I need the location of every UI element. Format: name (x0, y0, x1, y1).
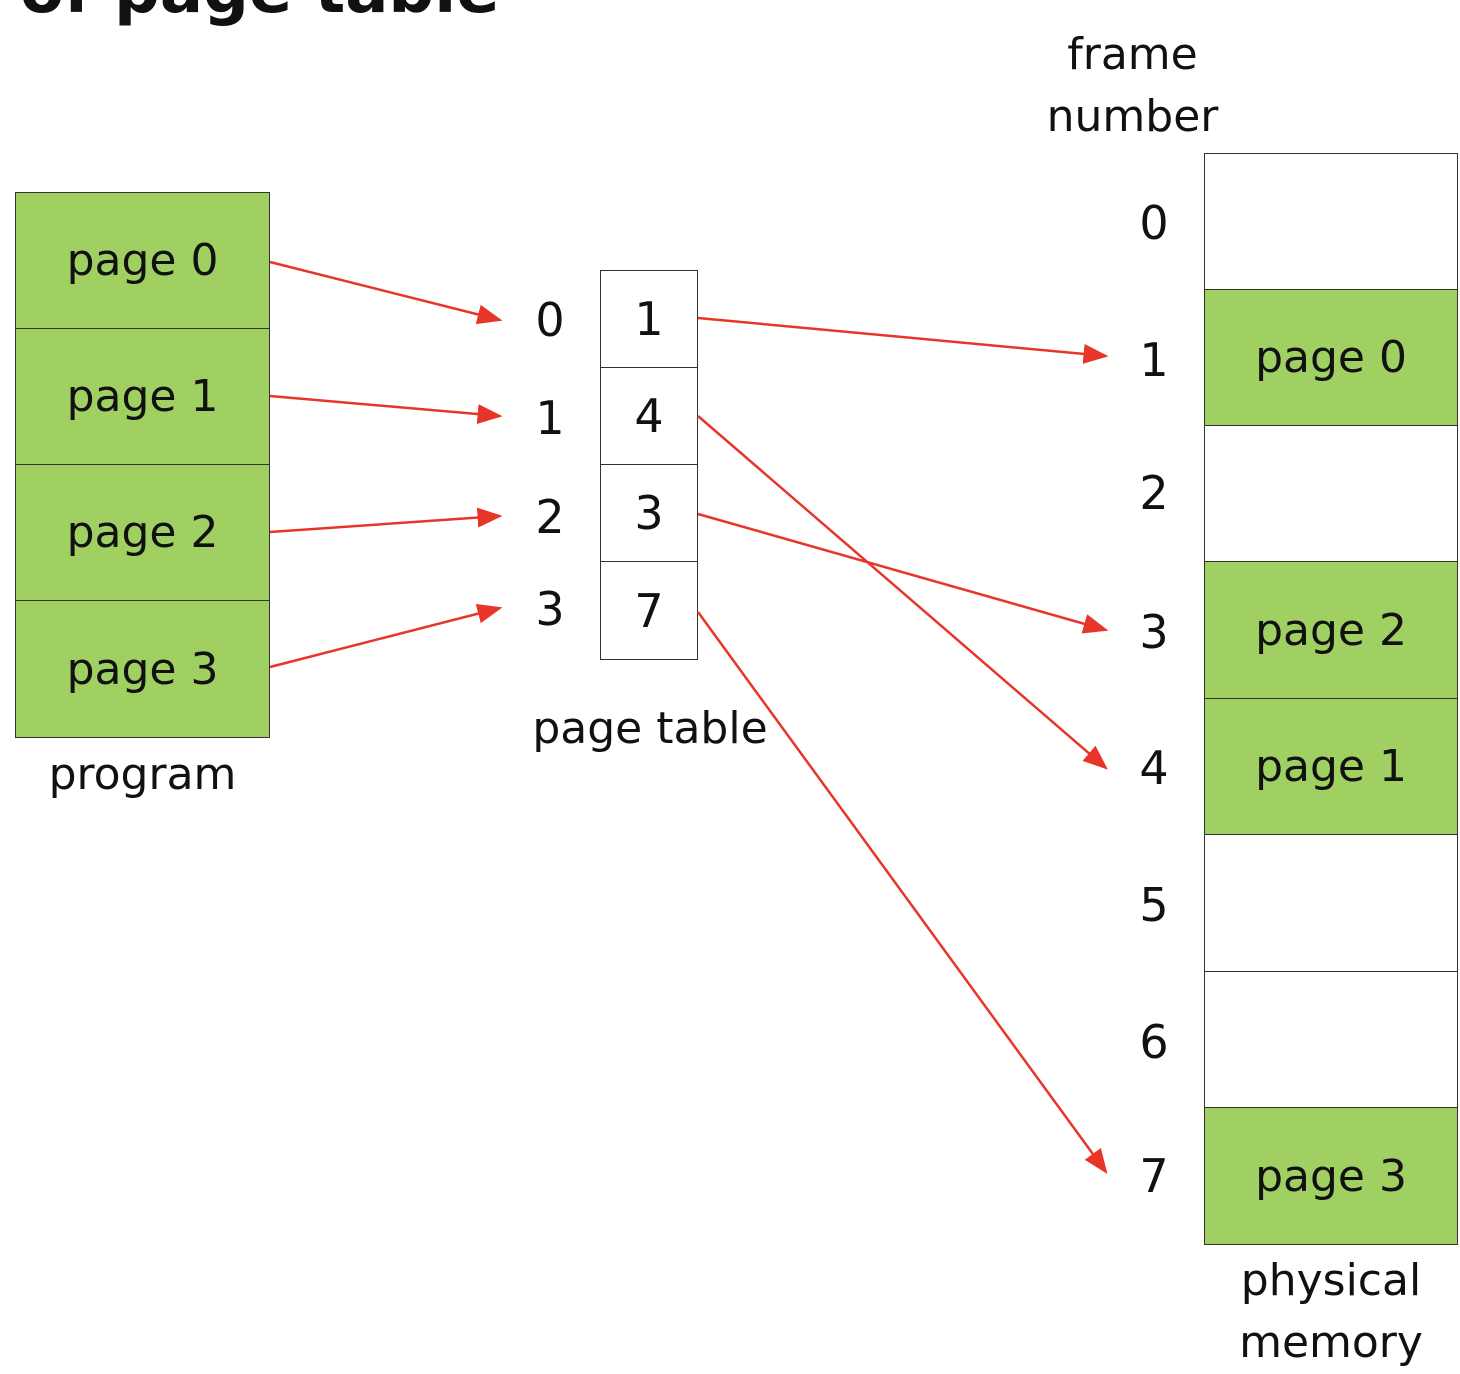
frame-number: 4 (1139, 741, 1169, 795)
program-page-1: page 1 (15, 328, 270, 465)
arrow-program-page2-to-index2 (269, 507, 503, 534)
frame-header-line2: number (1046, 91, 1219, 142)
program-page-label: page 2 (66, 507, 219, 558)
memory-frame-4: page 1 (1204, 698, 1458, 835)
page-table-entry: 4 (600, 367, 698, 465)
page-table-index: 3 (535, 582, 565, 636)
program-label: program (48, 749, 237, 800)
page-table-entry: 3 (600, 464, 698, 562)
program-page-2: page 2 (15, 464, 270, 601)
program-page-label: page 0 (66, 235, 219, 286)
arrow-program-page0-to-index0 (269, 260, 503, 325)
memory-frame-7: page 3 (1204, 1107, 1458, 1245)
page-table-index: 1 (535, 391, 565, 445)
program-page-label: page 1 (66, 371, 219, 422)
frame-number: 7 (1139, 1149, 1169, 1203)
arrow-entry4-to-frame4 (697, 415, 1108, 770)
diagram-title: of page table (20, 0, 500, 28)
frame-number: 0 (1139, 196, 1169, 250)
frame-number: 2 (1139, 466, 1169, 520)
frame-number: 6 (1139, 1015, 1169, 1069)
entry-value: 3 (634, 486, 664, 540)
memory-frame-1: page 0 (1204, 289, 1458, 426)
frame-number: 3 (1139, 605, 1169, 659)
arrow-entry7-to-frame7 (696, 611, 1108, 1175)
physical-memory-label-line2: memory (1239, 1317, 1423, 1368)
memory-frame-2 (1204, 425, 1458, 562)
page-table-index: 2 (535, 490, 565, 544)
arrow-program-page1-to-index1 (269, 394, 503, 425)
entry-value: 7 (634, 583, 664, 638)
entry-value: 4 (634, 389, 664, 443)
memory-frame-0 (1204, 153, 1458, 290)
memory-frame-3: page 2 (1204, 561, 1458, 699)
frame-number-header: frame number (1030, 24, 1235, 148)
memory-frame-5 (1204, 834, 1458, 972)
physical-memory-label: physical memory (1204, 1250, 1458, 1374)
frame-content: page 0 (1255, 332, 1407, 383)
frame-content: page 3 (1255, 1150, 1407, 1202)
page-table-entry: 7 (600, 561, 698, 660)
page-table-label: page table (532, 703, 768, 754)
physical-memory-label-line1: physical (1240, 1255, 1422, 1306)
page-table-entry: 1 (600, 270, 698, 368)
frame-number: 5 (1139, 878, 1169, 932)
arrow-entry1-to-frame1 (697, 316, 1109, 364)
page-table-index: 0 (535, 293, 565, 347)
program-page-label: page 3 (66, 643, 219, 695)
frame-content: page 1 (1255, 741, 1407, 792)
arrow-program-page3-to-index3 (269, 603, 503, 669)
frame-content: page 2 (1255, 604, 1407, 656)
program-page-0: page 0 (15, 192, 270, 329)
program-page-3: page 3 (15, 600, 270, 738)
memory-frame-6 (1204, 971, 1458, 1108)
frame-header-line1: frame (1067, 29, 1198, 80)
frame-number: 1 (1139, 333, 1169, 387)
arrow-entry3-to-frame3 (697, 512, 1109, 634)
entry-value: 1 (634, 292, 664, 346)
